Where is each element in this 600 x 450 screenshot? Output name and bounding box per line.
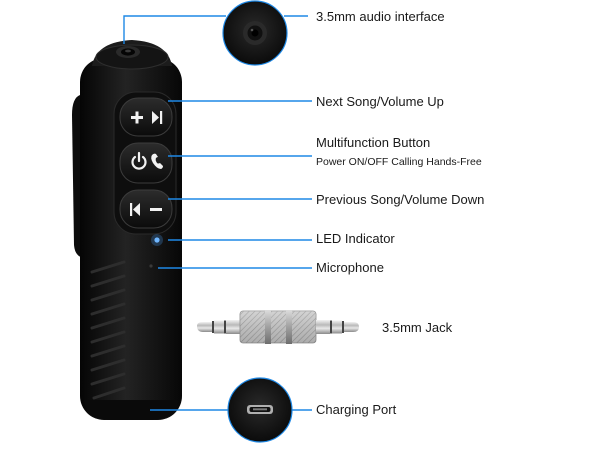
audio-jack-adapter (197, 310, 359, 344)
audio-interface-callout (123, 0, 308, 66)
charging-port-callout (150, 377, 312, 443)
microphone-hole (149, 264, 153, 268)
top-audio-socket (116, 46, 140, 58)
multifunction-sublabel: Power ON/OFF Calling Hands-Free (316, 156, 482, 168)
plus-icon (131, 111, 143, 124)
multifunction-button[interactable] (119, 142, 173, 184)
power-icon (131, 151, 147, 170)
micro-usb-port-closeup (247, 405, 273, 414)
bluetooth-receiver-device (72, 40, 182, 420)
grip-ridges (90, 260, 126, 400)
previous-track-icon (130, 203, 140, 216)
led-indicator-label: LED Indicator (316, 231, 395, 246)
audio-socket-closeup (243, 21, 267, 45)
next-volume-up-button[interactable] (119, 97, 173, 137)
phone-icon (151, 153, 163, 169)
multifunction-label: Multifunction Button (316, 135, 431, 150)
charging-port-label: Charging Port (316, 402, 397, 417)
microphone-label: Microphone (316, 260, 384, 275)
next-track-icon (152, 111, 163, 124)
next-song-label: Next Song/Volume Up (316, 94, 444, 109)
audio-interface-label: 3.5mm audio interface (316, 9, 445, 24)
minus-icon (150, 208, 162, 211)
previous-song-label: Previous Song/Volume Down (316, 192, 485, 207)
led-indicator (151, 234, 163, 246)
previous-volume-down-button[interactable] (119, 189, 173, 229)
jack-label: 3.5mm Jack (382, 320, 453, 335)
